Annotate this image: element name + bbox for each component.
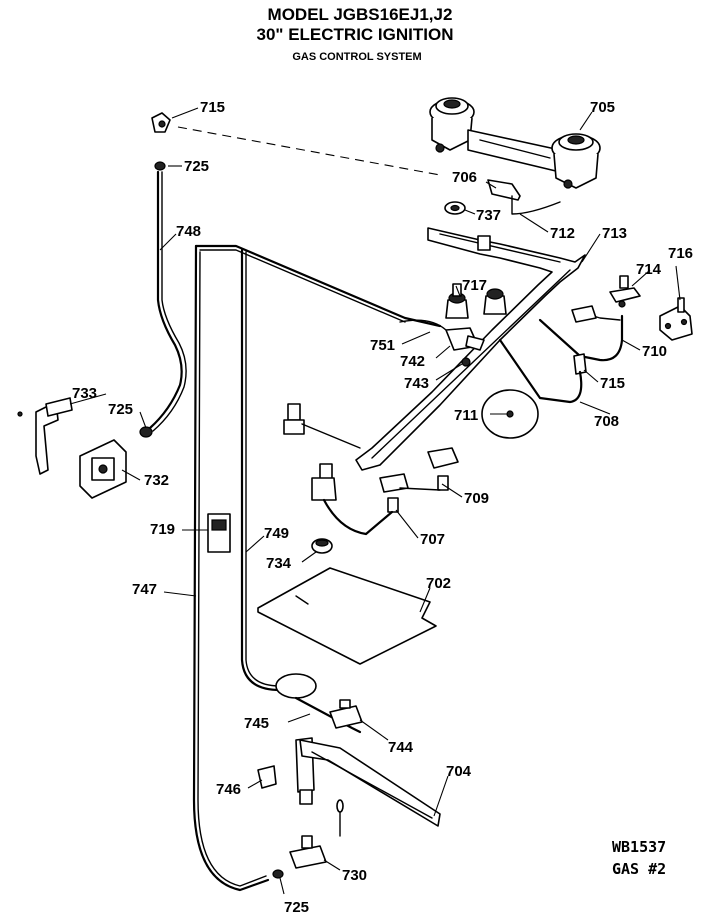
nut-725-mid (139, 426, 153, 438)
callout-702: 702 (426, 575, 451, 592)
tube-747 (192, 244, 270, 892)
tube-708 (498, 338, 583, 404)
tube-upper-left (148, 170, 183, 430)
callout-725-bottom: 725 (284, 899, 309, 916)
shield-702 (257, 567, 437, 665)
tube-748-inner (199, 249, 406, 323)
tube-749-inner (245, 251, 281, 687)
callout-725-top: 725 (184, 158, 209, 175)
screw-743 (461, 357, 471, 367)
callout-734: 734 (266, 555, 292, 572)
valve-730 (289, 799, 344, 869)
callout-715-right: 715 (600, 375, 625, 392)
callout-707: 707 (420, 531, 445, 548)
assembly-dash-line (177, 126, 441, 176)
manifold-713 (355, 227, 586, 471)
oven-disk-711 (481, 389, 539, 439)
valve-714 (609, 275, 641, 308)
callout-712: 712 (550, 225, 575, 242)
callout-708: 708 (594, 413, 619, 430)
tube-749 (240, 248, 282, 692)
callout-742: 742 (400, 353, 425, 370)
cap-734 (311, 538, 333, 554)
valve-717-left (445, 283, 469, 319)
callout-725-mid: 725 (108, 401, 133, 418)
oven-burner-704 (295, 737, 441, 827)
callout-749: 749 (264, 525, 289, 542)
nut-725-bottom (272, 869, 284, 879)
tube-707 (322, 498, 394, 536)
callout-743: 743 (404, 375, 429, 392)
callout-746: 746 (216, 781, 241, 798)
leader-lines (69, 107, 681, 895)
callout-730: 730 (342, 867, 367, 884)
diagram-code: WB1537 (612, 838, 666, 856)
model-title: MODEL JGBS16EJ1,J2 (268, 5, 453, 24)
callout-732: 732 (144, 472, 169, 489)
callout-737: 737 (476, 207, 501, 224)
callout-714: 714 (636, 261, 662, 278)
wire-left-oven (301, 423, 361, 449)
valve-744 (329, 699, 363, 729)
nut-725-top (154, 161, 166, 171)
valve-717-right (483, 288, 507, 315)
washer-737 (444, 201, 466, 215)
bracket-716 (659, 297, 693, 341)
tube-748 (194, 244, 442, 328)
fitting-715-top (151, 112, 171, 133)
section-title: GAS CONTROL SYSTEM (292, 51, 421, 63)
callout-715-top: 715 (200, 99, 225, 116)
ignitor-lead-712 (511, 195, 561, 215)
callout-709: 709 (464, 490, 489, 507)
bracket-706 (487, 179, 521, 201)
clip-742 (445, 327, 485, 351)
callout-751: 751 (370, 337, 395, 354)
bracket-733 (17, 397, 73, 475)
switch-719 (207, 513, 231, 553)
regulator-732 (79, 439, 127, 499)
callout-747: 747 (132, 581, 157, 598)
callout-717: 717 (462, 277, 487, 294)
ignitor-710 (571, 305, 597, 323)
callout-710: 710 (642, 343, 667, 360)
sensing-bulb-745 (275, 673, 362, 734)
tube-747-inner (197, 251, 267, 887)
valve-left-oven (283, 403, 305, 435)
wire-709 (399, 487, 441, 491)
safety-valve-707 (311, 463, 409, 513)
tube-upper-left-inner (152, 171, 187, 432)
callout-733: 733 (72, 385, 97, 402)
clip-746 (257, 765, 277, 789)
callout-744: 744 (388, 739, 414, 756)
callout-745: 745 (244, 715, 269, 732)
ignition-subtitle: 30" ELECTRIC IGNITION (257, 25, 454, 44)
gas-code: GAS #2 (612, 860, 666, 878)
callout-705: 705 (590, 99, 615, 116)
callout-748: 748 (176, 223, 201, 240)
callout-704: 704 (446, 763, 472, 780)
callout-719: 719 (150, 521, 175, 538)
callout-713: 713 (602, 225, 627, 242)
callout-716: 716 (668, 245, 693, 262)
tube-710 (538, 314, 624, 362)
callout-706: 706 (452, 169, 477, 186)
ignitor-709 (427, 447, 459, 491)
callout-711: 711 (454, 407, 478, 424)
top-burner-705 (429, 97, 601, 189)
